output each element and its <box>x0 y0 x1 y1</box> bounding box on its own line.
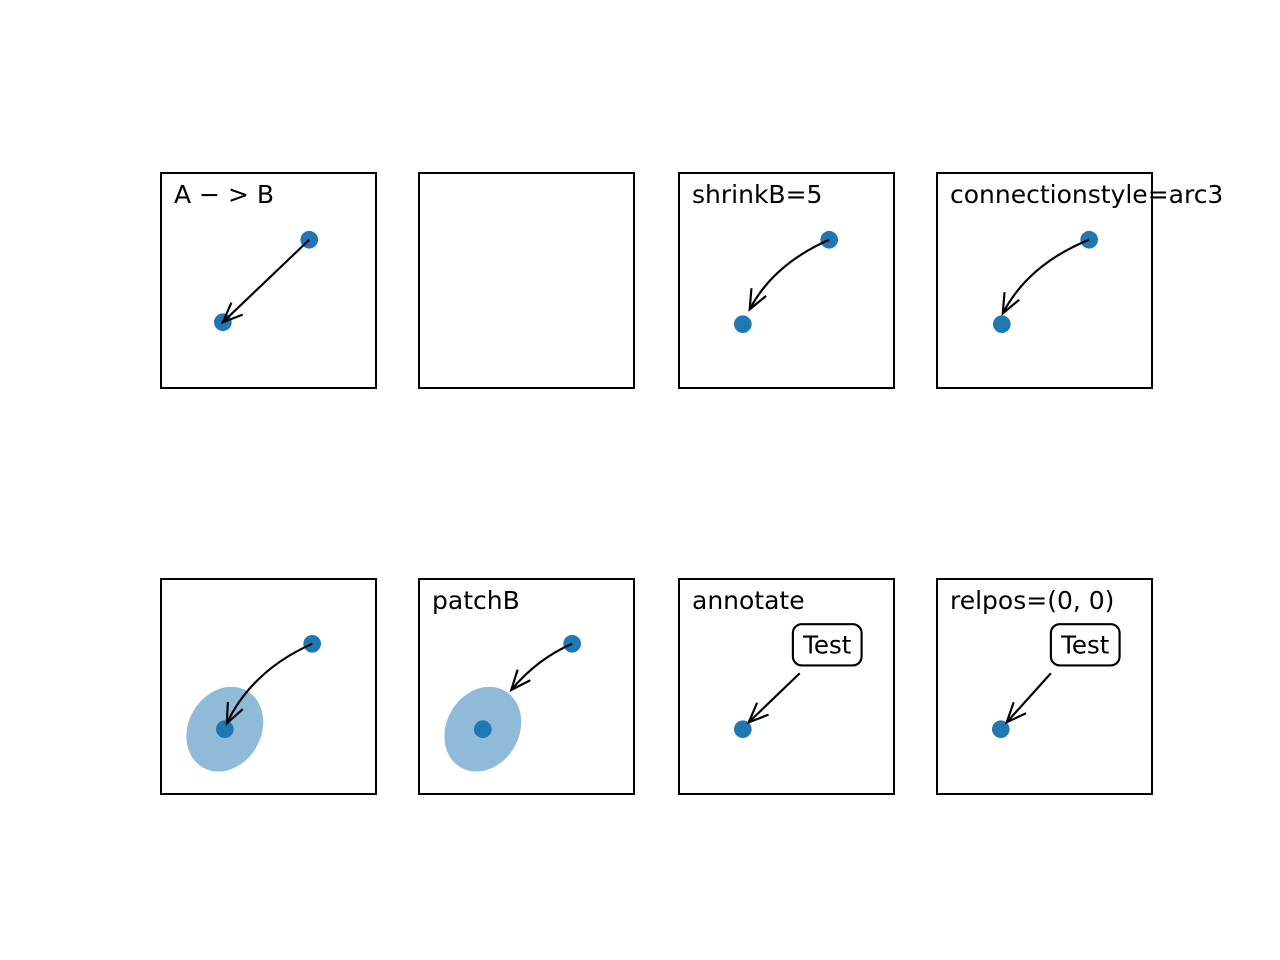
panel-4 <box>160 578 377 795</box>
connection-arrow <box>222 238 310 323</box>
annotation-box-label: Test <box>1060 631 1110 660</box>
connection-arrow <box>510 642 573 691</box>
panel-drawing <box>186 634 322 772</box>
panel-title: shrinkB=5 <box>692 180 823 209</box>
arrow-head-icon <box>509 669 531 693</box>
panel-3: connectionstyle=arc3 <box>936 172 1223 389</box>
panel-drawing <box>733 230 839 334</box>
data-point-dot <box>991 720 1010 739</box>
arrow-head-icon <box>746 702 769 725</box>
panel-0: A − > B <box>160 172 377 389</box>
connection-arrow <box>748 238 830 310</box>
arrow-head-icon <box>220 302 244 325</box>
arrow-head-icon <box>225 701 244 726</box>
arrow-head-icon <box>1004 701 1027 725</box>
annotation-box <box>791 623 863 667</box>
panel-title: A − > B <box>174 180 274 209</box>
data-point-dot <box>992 315 1011 334</box>
annotation-box <box>1049 623 1121 667</box>
arrow-head-icon <box>748 288 767 312</box>
panel-1 <box>418 172 635 389</box>
panel-drawing <box>420 174 633 387</box>
connection-arrow <box>747 672 801 724</box>
panel-2: shrinkB=5 <box>678 172 895 389</box>
arrow-head-icon <box>1001 292 1020 316</box>
panel-title: relpos=(0, 0) <box>950 586 1115 615</box>
data-point-dot <box>473 720 492 739</box>
panel-drawing <box>992 230 1098 334</box>
panel-drawing <box>444 634 581 772</box>
annotation-box-label: Test <box>802 631 852 660</box>
connection-arrow <box>1005 672 1052 724</box>
data-point-dot <box>303 634 322 653</box>
panel-5: patchB <box>418 578 635 795</box>
panel-drawing: Test <box>991 623 1121 739</box>
panel-7: relpos=(0, 0) Test <box>936 578 1153 795</box>
panel-drawing: Test <box>733 623 863 739</box>
data-point-dot <box>215 720 234 739</box>
data-point-dot <box>733 720 752 739</box>
panel-title: annotate <box>692 586 805 615</box>
panel-drawing <box>214 230 319 332</box>
connection-arrow <box>225 642 313 724</box>
data-point-dot <box>733 315 752 334</box>
panel-title: patchB <box>432 586 520 615</box>
connection-arrow <box>1001 238 1090 314</box>
panel-title: connectionstyle=arc3 <box>950 180 1224 209</box>
